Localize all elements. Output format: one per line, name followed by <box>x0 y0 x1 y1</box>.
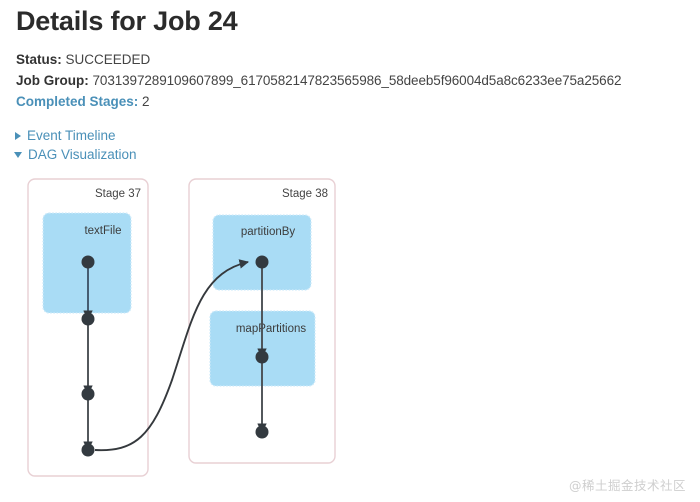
stage-38-label: Stage 38 <box>282 188 328 200</box>
rdd-partitionby-rect <box>212 214 312 291</box>
page-title: Details for Job 24 <box>16 6 238 36</box>
triangle-down-icon <box>14 151 22 158</box>
dag-node[interactable] <box>81 255 95 269</box>
stage-37-nodes <box>81 255 95 457</box>
dag-node[interactable] <box>255 350 269 364</box>
stage-37-label: Stage 37 <box>95 188 141 200</box>
dag-node[interactable] <box>81 387 95 401</box>
stage-38-nodes <box>255 255 269 439</box>
dag-node[interactable] <box>255 255 269 269</box>
rdd-mappartitions-label: mapPartitions <box>236 323 307 335</box>
toggle-dag-visualization[interactable]: DAG Visualization <box>14 145 137 164</box>
rdd-textfile-label: textFile <box>84 225 121 237</box>
rdd-box-partitionby[interactable]: partitionBy <box>212 214 312 291</box>
toggle-event-timeline[interactable]: Event Timeline <box>14 126 137 145</box>
job-group-value: 7031397289109607899_6170582147823565986_… <box>92 73 622 88</box>
job-group-label: Job Group: <box>16 73 89 88</box>
triangle-right-icon <box>15 131 21 140</box>
toggle-dag-visualization-label: DAG Visualization <box>28 147 137 162</box>
shuffle-edge <box>94 259 249 452</box>
status-label: Status: <box>16 52 62 67</box>
completed-stages-value: 2 <box>142 94 150 109</box>
collapsible-sections: Event Timeline DAG Visualization <box>14 126 137 164</box>
rdd-partitionby-label: partitionBy <box>241 226 296 238</box>
dag-node[interactable] <box>81 312 95 326</box>
dag-node[interactable] <box>81 443 95 457</box>
status-value: SUCCEEDED <box>65 52 151 67</box>
toggle-event-timeline-label: Event Timeline <box>27 128 116 143</box>
status-row: Status: SUCCEEDED <box>16 50 686 69</box>
dag-visualization-panel[interactable]: Stage 37 textFile Stage 38 partitionB <box>0 168 700 488</box>
watermark: @稀土掘金技术社区 <box>568 478 686 493</box>
completed-stages-label: Completed Stages: <box>16 94 139 109</box>
dag-node[interactable] <box>255 425 269 439</box>
job-group-row: Job Group: 7031397289109607899_617058214… <box>16 71 686 90</box>
job-summary: Status: SUCCEEDED Job Group: 70313972891… <box>16 50 686 113</box>
completed-stages-row: Completed Stages: 2 <box>16 92 686 111</box>
